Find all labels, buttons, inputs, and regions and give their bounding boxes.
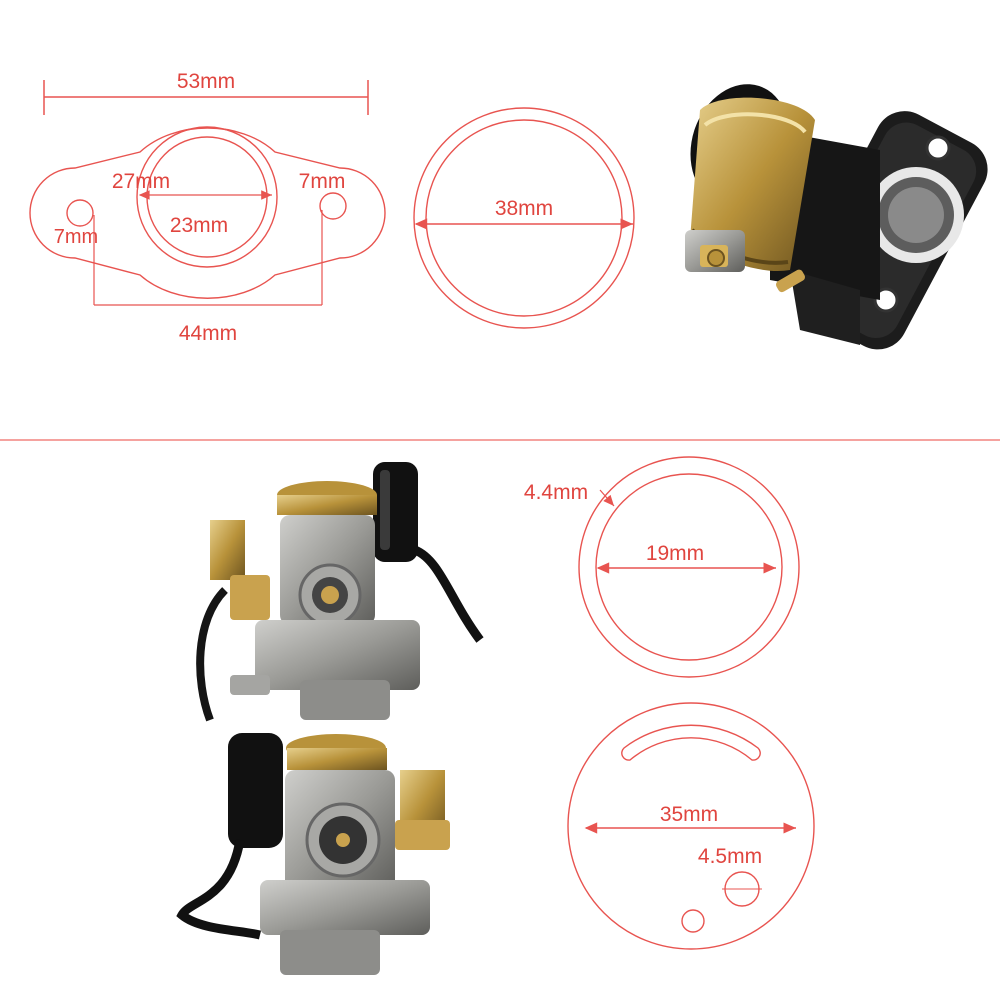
gasket-right-hole-label: 7mm [299, 170, 346, 193]
gasket-left-hole [66, 199, 94, 227]
gasket-diagram: 53mm 27mm 23mm 7mm 7mm 44mm [29, 70, 386, 345]
ring-slotted-diameter-label: 35mm [660, 803, 718, 826]
ring-slotted-hole-label: 4.5mm [698, 845, 762, 868]
ring-large-diagram: 38mm [413, 107, 635, 329]
ring-slotted-outer [567, 702, 815, 950]
ring-small-diagram: 19mm 4.4mm [524, 456, 800, 678]
ring-slotted-slot [621, 724, 761, 761]
ring-slotted-small-hole [681, 909, 705, 933]
gasket-right-hole [319, 192, 347, 220]
ring-small-thickness-line [599, 489, 615, 507]
ring-large-diameter-label: 38mm [495, 197, 553, 220]
gasket-left-hole-label: 7mm [54, 226, 98, 248]
ring-small-thickness-label: 4.4mm [524, 481, 588, 504]
ring-large-outer [413, 107, 635, 329]
gasket-inner-bore-label: 23mm [170, 214, 228, 237]
ring-slotted-diagram: 35mm 4.5mm [567, 702, 815, 950]
gasket-outer-bore-label: 27mm [112, 170, 170, 193]
gasket-spacing-label: 44mm [179, 322, 237, 345]
gasket-width-label: 53mm [177, 70, 235, 93]
ring-large-inner [425, 119, 623, 317]
gasket-outline [29, 127, 386, 299]
carburetor-image-rear [196, 462, 484, 722]
intake-manifold-image [685, 84, 988, 350]
gasket-outer-bore [136, 126, 278, 268]
ring-small-diameter-label: 19mm [646, 542, 704, 565]
gasket-inner-bore [146, 136, 268, 258]
ring-small-inner [595, 473, 783, 661]
ring-small-outer [578, 456, 800, 678]
carburetor-image-front [176, 733, 450, 975]
